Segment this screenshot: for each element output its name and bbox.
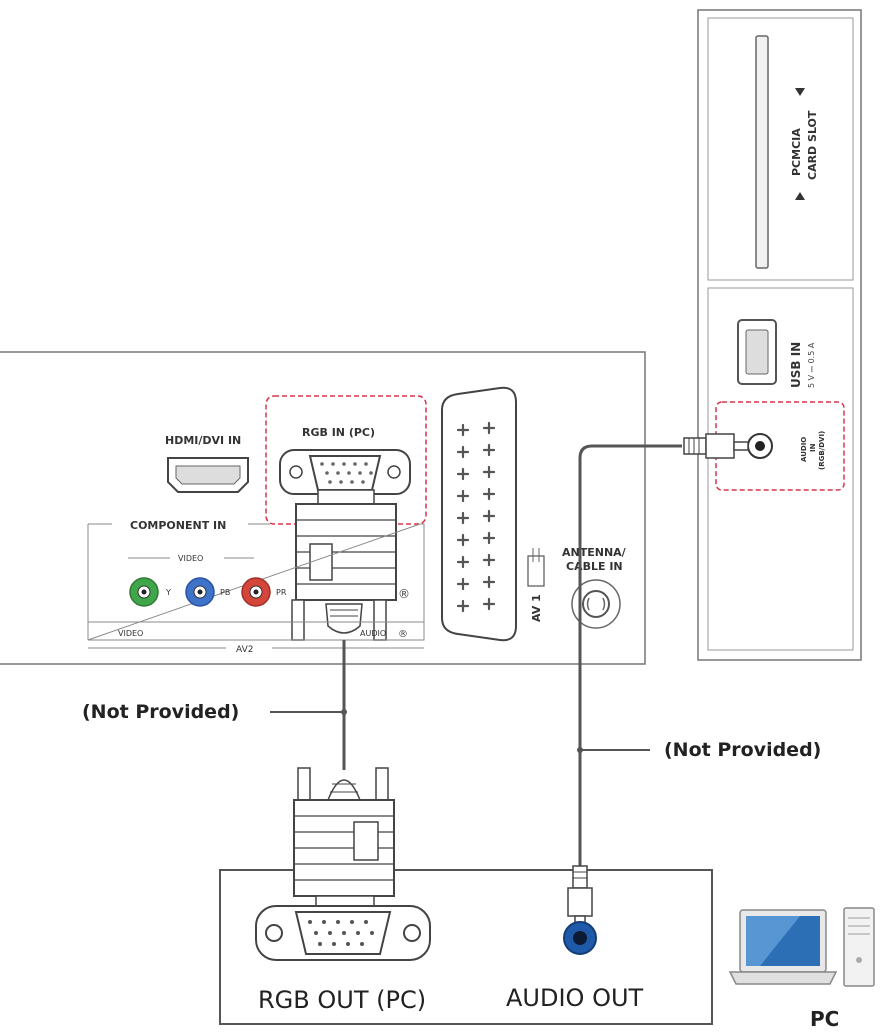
cables [342, 444, 682, 868]
usb-port-icon [737, 319, 777, 385]
blue-jack-icon [185, 577, 215, 607]
leader-left-dot [341, 709, 347, 715]
av2-label: AV2 [236, 645, 253, 655]
pcmcia-slot [755, 35, 769, 269]
arrow-down-icon [795, 88, 805, 96]
laptop-icon [728, 909, 838, 985]
registered-mark-2: ® [398, 629, 408, 640]
hdmi-port-icon [167, 457, 249, 493]
usb-in-label: USB IN [789, 342, 803, 388]
arrow-up-icon [795, 192, 805, 200]
av1-label: AV 1 [530, 594, 543, 622]
scart-connector-icon [441, 386, 517, 642]
green-jack-icon [129, 577, 159, 607]
red-jack-icon [241, 577, 271, 607]
audio-in-line1: AUDIO [800, 437, 808, 462]
av1-connector-icon [527, 548, 545, 587]
not-provided-right-label: (Not Provided) [664, 739, 821, 761]
audio-short-label: AUDIO [360, 629, 386, 638]
card-slot-text: CARD SLOT [806, 110, 819, 180]
audio-in-line2: IN [809, 443, 817, 452]
leader-right-dot [577, 747, 583, 753]
rgb-in-label: RGB IN (PC) [302, 426, 375, 439]
audio-out-label: AUDIO OUT [506, 984, 644, 1012]
pcmcia-label: PCMCIA CARD SLOT [790, 88, 819, 200]
audio-plug-top-icon [683, 433, 749, 459]
audio-out-jack-icon [563, 921, 597, 955]
pc-label: PC [810, 1007, 839, 1031]
audio-in-highlight [715, 401, 845, 491]
not-provided-left-label: (Not Provided) [82, 701, 239, 723]
antenna-label-line1: ANTENNA/ [562, 546, 627, 559]
pcmcia-text: PCMCIA [790, 128, 803, 176]
rgb-out-label: RGB OUT (PC) [258, 986, 426, 1014]
jack-pb-label: PB [220, 588, 230, 597]
pc-output-box: RGB OUT (PC) AUDIO OUT [219, 767, 713, 1025]
video-small-label: VIDEO [178, 554, 203, 563]
usb-rating-label: 5 V ⎓ 0.5 A [807, 342, 816, 388]
back-panel: HDMI/DVI IN RGB IN (PC) [0, 351, 646, 665]
vga-connector-icon [279, 449, 411, 495]
hdmi-label: HDMI/DVI IN [165, 434, 241, 447]
vga-plug-lower-icon [293, 767, 395, 911]
video-bottom-label: VIDEO [118, 629, 143, 638]
jack-y-label: Y [165, 588, 171, 597]
component-in-label: COMPONENT IN [130, 519, 226, 532]
registered-mark-1: ® [398, 587, 410, 601]
side-panel: PCMCIA CARD SLOT USB IN 5 V ⎓ 0.5 A AUDI… [697, 9, 862, 661]
audio-jack-icon [747, 433, 773, 459]
vga-port-lower-icon [255, 905, 431, 961]
audio-cable [578, 444, 682, 868]
antenna-port-icon [571, 579, 621, 629]
antenna-label-line2: CABLE IN [566, 560, 623, 573]
jack-pr-label: PR [276, 588, 287, 597]
desktop-tower-icon [843, 907, 875, 987]
audio-in-line3: (RGB/DVI) [818, 431, 826, 470]
